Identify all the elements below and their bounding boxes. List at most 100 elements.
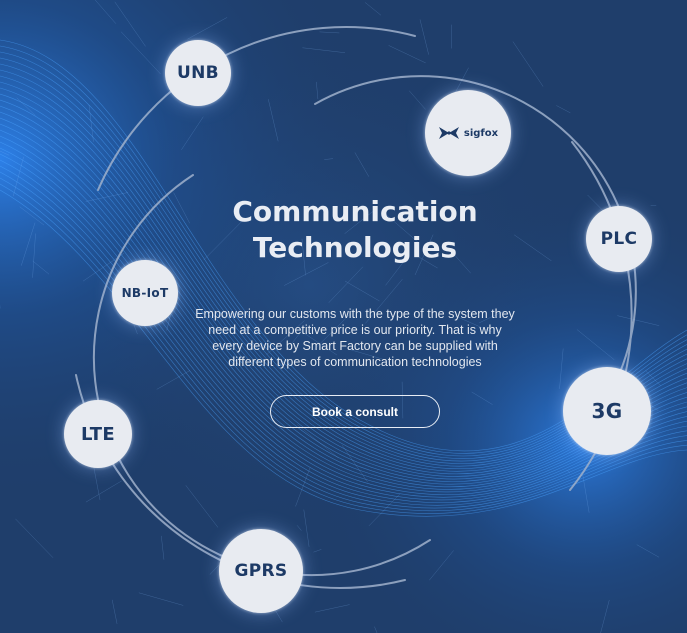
mesh-line [266,320,305,355]
sigfox-label: sigfox [463,127,499,139]
mesh-line [556,105,571,114]
mesh-line [88,104,94,142]
mesh-line [354,152,369,177]
mesh-line [187,17,228,40]
mesh-line [344,280,380,302]
mesh-line [314,604,350,613]
mesh-line [454,315,492,332]
mesh-line [287,328,304,349]
mesh-line [85,480,122,503]
mesh-line [512,41,544,87]
mesh-line [16,97,36,116]
tech-node-lte: LTE [64,400,132,468]
tech-node-plc: PLC [586,206,652,272]
mesh-line [559,348,564,389]
3g-label: 3G [591,399,623,423]
tech-node-nbiot: NB-IoT [112,260,178,326]
book-consult-label: Book a consult [311,404,398,419]
mesh-line [161,535,165,560]
description-line-4: different types of communication technol… [228,355,482,369]
mesh-line [94,0,117,24]
mesh-line [419,19,429,55]
mesh-line [365,279,403,324]
mesh-line [368,493,401,526]
mesh-line [401,381,404,419]
description-line-2: need at a competitive price is our prior… [208,323,502,337]
description-line-3: every device by Smart Factory can be sup… [212,339,498,353]
mesh-line [388,45,426,64]
mesh-line [328,266,363,303]
section-title-line-2: Technologies [252,231,458,264]
wave-line [0,177,687,512]
mesh-line [295,467,311,507]
mesh-line [13,156,24,197]
tech-node-sigfox: sigfox [425,90,511,176]
tech-node-3g: 3G [563,367,651,455]
wave-line [0,183,687,514]
mesh-line [582,475,590,513]
book-consult-button[interactable]: Book a consult [270,395,440,428]
mesh-line [514,234,552,262]
mesh-line [19,206,45,226]
mesh-line [478,311,504,324]
mesh-line [302,331,338,356]
mesh-line [341,444,368,483]
mesh-line [156,370,190,390]
mesh-line [313,549,322,553]
mesh-line [0,150,10,156]
tech-node-unb: UNB [165,40,231,106]
section-title-line-1: Communication [232,195,478,228]
mesh-line [296,525,302,531]
mesh-line [414,254,438,269]
wave-line [0,165,687,506]
plc-label: PLC [600,229,638,249]
mesh-line [181,116,204,150]
mesh-line [567,470,571,474]
mesh-line [32,260,50,275]
mesh-line [173,192,190,224]
mesh-line [600,600,610,633]
mesh-line [120,31,161,75]
mesh-line [268,99,279,142]
mesh-line [15,518,54,558]
gprs-label: GPRS [234,561,288,581]
sigfox-logo-icon [438,127,459,139]
wave-line [0,171,687,509]
description-line-1: Empowering our customs with the type of … [195,307,515,321]
mesh-line [303,509,310,547]
mesh-line [85,192,129,202]
mesh-line [302,47,346,53]
mesh-line [111,599,118,624]
section-title: Communication Technologies [150,194,560,266]
mesh-line [429,550,454,581]
nbiot-label: NB-IoT [121,286,169,300]
tech-node-gprs: GPRS [219,529,303,613]
mesh-line [313,314,350,351]
lte-label: LTE [81,423,115,445]
mesh-line [381,210,420,244]
mesh-line [617,315,660,326]
unb-label: UNB [177,63,219,83]
wave-line [0,159,687,503]
mesh-line [324,158,334,160]
mesh-line [203,221,242,261]
mesh-line [344,208,376,234]
mesh-line [21,222,36,266]
mesh-line [316,81,319,100]
mesh-line [364,2,382,16]
mesh-line [319,31,340,34]
section-description: Empowering our customs with the type of … [185,306,525,370]
sigfox-logo: sigfox [438,126,498,140]
mesh-line [32,233,36,278]
mesh-line [209,565,219,575]
mesh-line [301,238,306,276]
wave-line [0,153,687,501]
mesh-line [471,391,493,405]
mesh-line [374,626,378,633]
mesh-line [296,424,339,459]
mesh-line [284,262,329,286]
mesh-line [185,485,219,528]
mesh-line [385,259,406,286]
mesh-line [576,329,615,360]
